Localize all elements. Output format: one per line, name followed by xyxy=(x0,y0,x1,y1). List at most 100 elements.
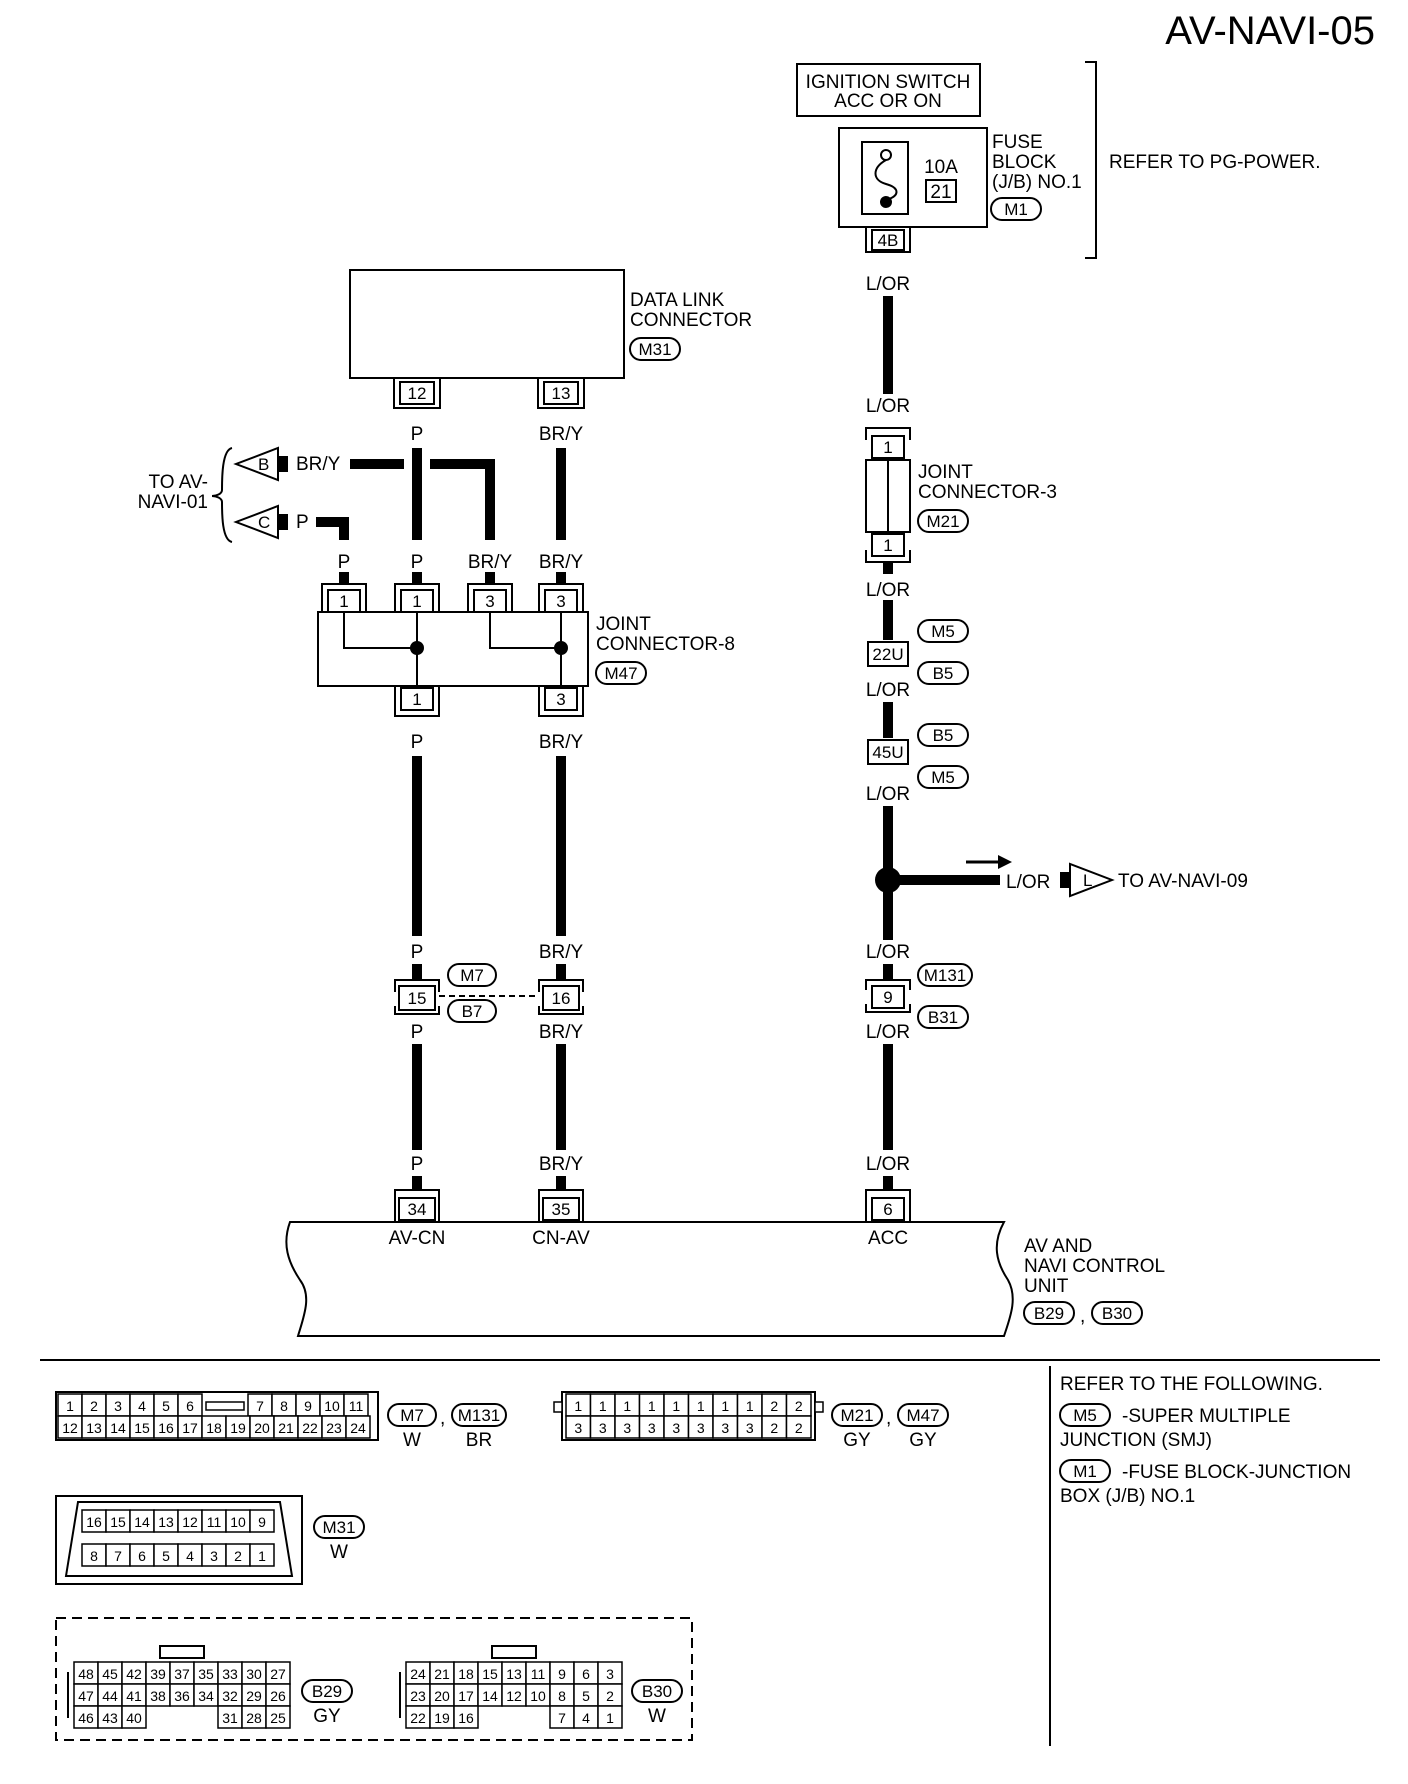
b29-r2-29-pin: 29 xyxy=(246,1688,262,1704)
fuse-block-line2: BLOCK xyxy=(992,152,1057,173)
m31-r2-5-pin: 5 xyxy=(162,1548,170,1564)
dlc-pin12-box xyxy=(399,381,435,405)
unit-pin35: 35 xyxy=(552,1200,571,1219)
jc3-connector-label: M21 xyxy=(926,512,959,531)
to-av-navi01-b-arrow xyxy=(233,446,279,482)
b29-r1-42-pin: 42 xyxy=(126,1666,142,1682)
fuse-block-box xyxy=(838,127,988,228)
unit-b30-label: B30 xyxy=(1102,1304,1132,1323)
conn-m21-badge-label: M21 xyxy=(840,1406,873,1425)
m31-r2-3-pin: 3 xyxy=(210,1548,218,1564)
conn-m7-badge-label: M7 xyxy=(400,1406,424,1425)
to-av-navi01-c-arrow xyxy=(233,504,279,540)
conn-m21-color: GY xyxy=(843,1430,871,1451)
ignition-switch-box xyxy=(796,63,981,117)
pin-9-label: 9 xyxy=(883,988,892,1007)
current-direction-arrow-head xyxy=(998,855,1012,869)
m31-r2-2-pin: 2 xyxy=(234,1548,242,1564)
dlc-box xyxy=(349,269,625,379)
pin-9-bracket xyxy=(865,979,911,990)
b29-r3-43-pin: 43 xyxy=(102,1710,118,1726)
legend-m1-badge xyxy=(1059,1459,1111,1483)
fuse-block-connector-label: M1 xyxy=(1004,200,1028,219)
wire-label-p-below-m7: P xyxy=(411,1022,424,1043)
jc8-body xyxy=(317,611,589,687)
to-av-navi09-arrow-label: L xyxy=(1083,871,1092,890)
legend-m5-line1: -SUPER MULTIPLE xyxy=(1122,1406,1291,1427)
b29-r3-28-pin: 28 xyxy=(246,1710,262,1726)
b30-r1-21-pin: 21 xyxy=(434,1666,450,1682)
jc8-bottom-pin-3-box xyxy=(544,687,578,711)
smj-45u-m5-badge xyxy=(917,765,969,789)
b30-r1-6-pin: 6 xyxy=(582,1666,590,1682)
unit-pin6: 6 xyxy=(883,1200,892,1219)
jc3-bottom-pin: 1 xyxy=(883,536,892,555)
wire-label-p-c: P xyxy=(296,512,309,533)
pin-9-bottom-bracket xyxy=(865,1004,911,1013)
m7-r1-7-pin: 7 xyxy=(256,1398,264,1414)
jc8-internal-p xyxy=(343,612,418,686)
wire-label-bry-below-jc8: BR/Y xyxy=(539,732,584,753)
jc8-bottom-pin-3-bracket xyxy=(538,686,584,717)
m7-badge xyxy=(447,963,497,987)
b30-r3-19-pin: 19 xyxy=(434,1710,450,1726)
m31-r2-4-pin: 4 xyxy=(186,1548,194,1564)
unit-pin6-name: ACC xyxy=(868,1228,908,1249)
b29-lock-tab xyxy=(159,1645,205,1659)
dlc-pin12-bracket xyxy=(393,378,441,409)
m131-badge xyxy=(917,963,973,987)
b31-label: B31 xyxy=(928,1008,958,1027)
m21-r2-5-pin: 3 xyxy=(697,1420,705,1436)
b30-r2-5-pin: 5 xyxy=(582,1688,590,1704)
conn-b29-color: GY xyxy=(313,1706,341,1727)
jc3-top-bracket xyxy=(865,427,911,440)
b29-r2-26-pin: 26 xyxy=(270,1688,286,1704)
b30-r1-15-pin: 15 xyxy=(482,1666,498,1682)
b30-r2-23-pin: 23 xyxy=(410,1688,426,1704)
pin-15-bracket xyxy=(394,979,440,992)
fuse-amperage: 10A xyxy=(924,157,958,178)
jc8-bottom-pin-1-bracket xyxy=(394,686,440,717)
legend-refer-title: REFER TO THE FOLLOWING. xyxy=(1060,1374,1323,1395)
m7-r2-16-pin: 16 xyxy=(158,1420,174,1436)
fuse-block-connector-badge xyxy=(990,197,1042,221)
to-av-navi01-line1: TO AV- xyxy=(149,472,209,493)
m21-r2-9-cell xyxy=(785,1415,812,1439)
jc8-bottom-pin-1-box xyxy=(400,687,434,711)
unit-body xyxy=(285,1221,1014,1337)
fuse-terminal-bottom xyxy=(880,196,892,208)
m7-r2-13-pin: 13 xyxy=(86,1420,102,1436)
m21-left-latch xyxy=(553,1401,563,1413)
b29-r2-41-pin: 41 xyxy=(126,1688,142,1704)
m7-lock-tab xyxy=(205,1401,245,1411)
m7-r1-8-pin: 8 xyxy=(280,1398,288,1414)
pin-4b-box xyxy=(871,229,905,251)
m21-r1-3-pin: 1 xyxy=(648,1398,656,1414)
b29-r3-46-pin: 46 xyxy=(78,1710,94,1726)
to-av-navi01-b-label: B xyxy=(258,455,269,474)
m31-r1-11-pin: 11 xyxy=(207,1514,222,1530)
unit-pin6-box xyxy=(871,1197,905,1221)
pin-15-bottom-bracket xyxy=(394,1006,440,1015)
jc8-connector-badge xyxy=(595,661,647,685)
m7-housing xyxy=(55,1391,379,1441)
smj-22u-b5-badge xyxy=(917,661,969,685)
b30-r2-10-pin: 10 xyxy=(530,1688,546,1704)
unit-pin35-bracket xyxy=(538,1189,584,1222)
legend-m5-badge xyxy=(1059,1403,1111,1427)
b30-r2-20-pin: 20 xyxy=(434,1688,450,1704)
wire-label-bry-dlc: BR/Y xyxy=(539,424,584,445)
wire-label-bry-jc8-4: BR/Y xyxy=(539,552,584,573)
m31-r2-1-cell xyxy=(249,1543,275,1567)
wire-label-bry-unit: BR/Y xyxy=(539,1154,584,1175)
b29-r1-45-pin: 45 xyxy=(102,1666,118,1682)
wire-label-lor-8: L/OR xyxy=(866,1154,910,1175)
m21-r2-7-pin: 3 xyxy=(746,1420,754,1436)
m7-r2-18-pin: 18 xyxy=(206,1420,222,1436)
wire-p-to-c xyxy=(316,517,349,540)
wire-label-p-unit: P xyxy=(411,1154,424,1175)
